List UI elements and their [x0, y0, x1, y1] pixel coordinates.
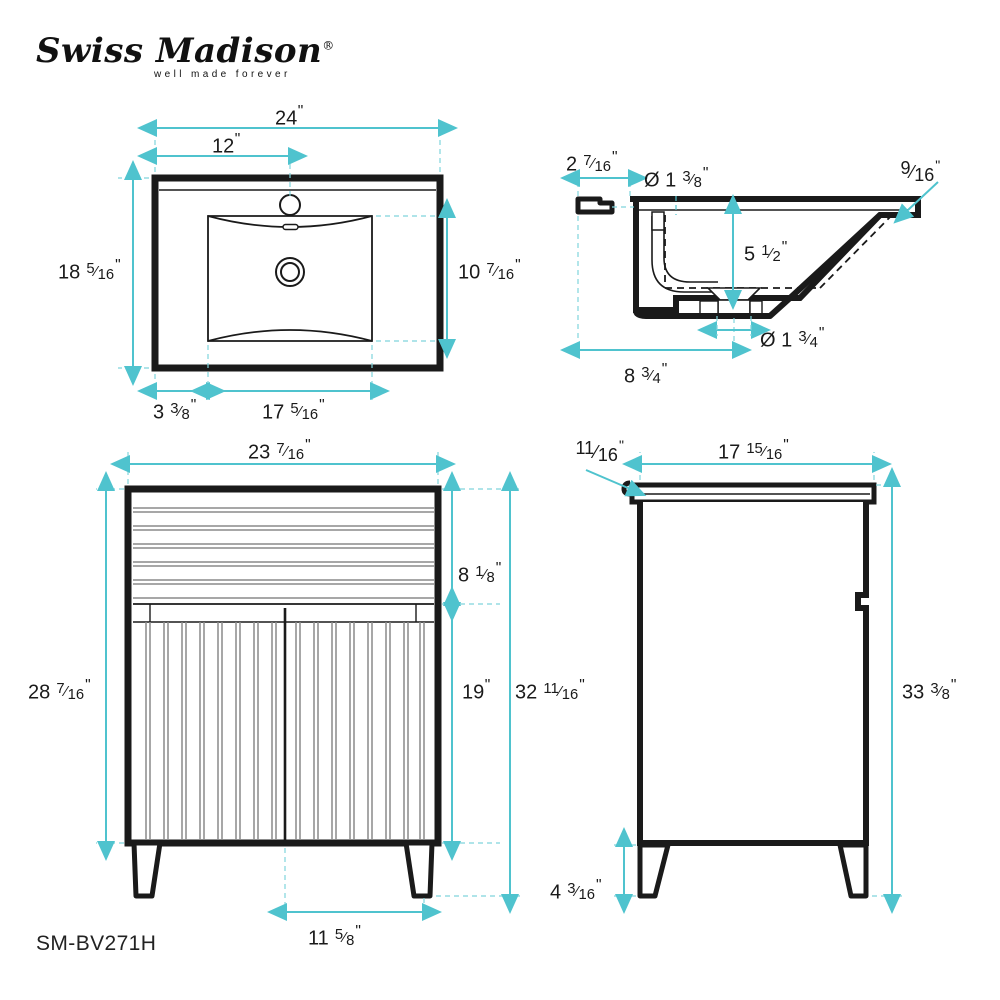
- brand-tagline: well made forever: [154, 69, 291, 80]
- dim-label-overall-height-front: 32 11⁄16": [515, 677, 585, 704]
- dim-label-basin-height: 5 1⁄2": [744, 239, 788, 266]
- dim-label-drain-diameter: Ø 1 3⁄4": [760, 325, 825, 352]
- dim-label-leg-span: 11 5⁄8": [308, 923, 361, 950]
- dim-label-top-lip: 11⁄16": [575, 437, 624, 465]
- dim-label-cabinet-height: 28 7⁄16": [28, 677, 91, 704]
- dim-label-backsplash-offset: 2 7⁄16": [566, 149, 618, 176]
- leg-left: [131, 840, 163, 899]
- brand-logo: Swiss Madison® well made forever: [36, 31, 335, 96]
- side-leg-left: [637, 842, 671, 899]
- vanity-side-view: [585, 452, 902, 914]
- vanity-front-view: [96, 452, 520, 921]
- drawer-horizontal-ribs: [133, 507, 434, 605]
- sink-top-view: [118, 119, 458, 400]
- dim-label-drain-offset: 8 3⁄4": [624, 361, 668, 388]
- door-vertical-ribs: [145, 608, 425, 842]
- dim-label-basin-depth: 10 7⁄16": [458, 257, 521, 284]
- dim-label-sink-depth: 18 5⁄16": [58, 257, 121, 284]
- dim-label-basin-width: 17 5⁄16": [262, 397, 325, 424]
- brand-name: Swiss Madison®: [36, 31, 335, 71]
- dim-label-drawer-height: 8 1⁄8": [458, 560, 502, 587]
- dim-label-faucet-offset: 12": [212, 131, 241, 158]
- dim-label-cabinet-depth: 17 15⁄16": [718, 437, 789, 464]
- leg-right: [403, 840, 435, 899]
- dim-label-rim-thickness: 9⁄16": [900, 157, 941, 185]
- dim-label-faucet-hole-diameter: Ø 1 3⁄8": [644, 165, 709, 192]
- dim-label-leg-height: 4 3⁄16": [550, 877, 602, 904]
- registered-trademark-icon: ®: [322, 38, 335, 53]
- dim-label-overall-width: 24": [275, 103, 304, 130]
- side-leg-right: [837, 842, 869, 899]
- model-number: SM-BV271H: [36, 932, 157, 955]
- dim-label-door-height: 19": [462, 677, 491, 704]
- dim-label-basin-left-offset: 3 3⁄8": [153, 397, 197, 424]
- dim-label-cabinet-width: 23 7⁄16": [248, 437, 311, 464]
- sink-cross-section-view: [560, 169, 939, 359]
- dim-label-overall-height-side: 33 3⁄8": [902, 677, 957, 704]
